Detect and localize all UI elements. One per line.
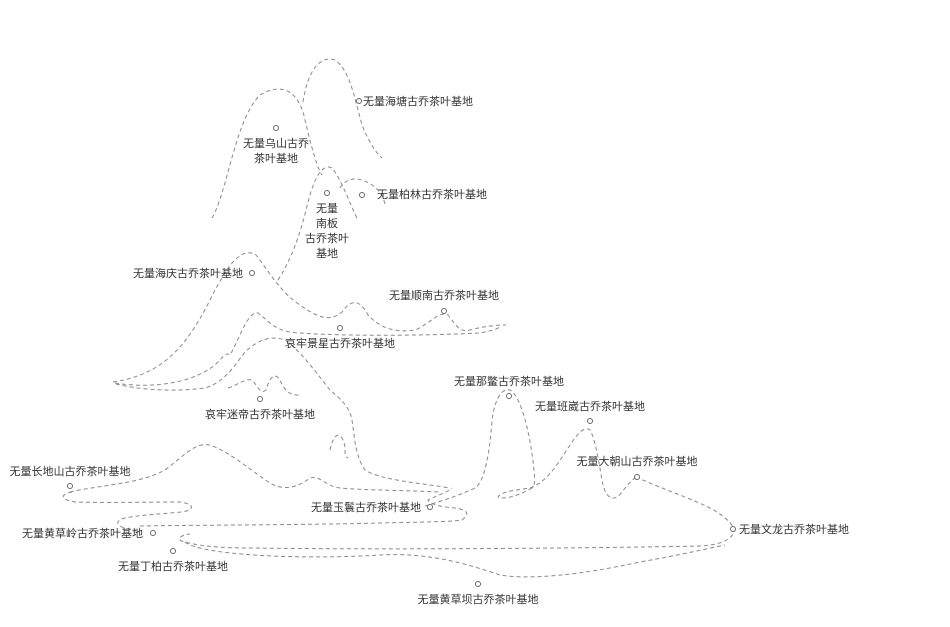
ridge-midi-peaks xyxy=(227,375,301,396)
ridge-midi xyxy=(115,337,451,489)
site-label: 无量海庆古乔茶叶基地 xyxy=(133,266,243,280)
site-label-line: 古乔茶叶 xyxy=(305,232,349,245)
ridge-huangcaoba xyxy=(184,541,726,578)
site-marker xyxy=(257,396,263,402)
site-label: 无量玉鬟古乔茶叶基地 xyxy=(311,501,421,514)
site-marker xyxy=(441,308,447,314)
site-huangcaoling[interactable]: 无量黄草岭古乔茶叶基地 xyxy=(22,526,156,540)
site-label: 无量文龙古乔茶叶基地 xyxy=(739,522,849,536)
site-label: 无量长地山古乔茶叶基地 xyxy=(10,465,131,478)
site-banzang[interactable]: 无量班崴古乔茶叶基地 xyxy=(535,400,645,424)
site-label-line: 南板 xyxy=(316,216,338,230)
site-nabie[interactable]: 无量那鳖古乔茶叶基地 xyxy=(454,374,564,399)
site-yushan[interactable]: 无量玉鬟古乔茶叶基地 xyxy=(311,501,433,514)
site-label-line: 茶叶基地 xyxy=(254,152,298,165)
site-wenlong[interactable]: 无量文龙古乔茶叶基地 xyxy=(730,522,850,536)
site-label: 哀牢迷帝古乔茶叶基地 xyxy=(205,407,315,421)
site-huangcaoba[interactable]: 无量黄草坝古乔茶叶基地 xyxy=(418,581,539,607)
site-marker xyxy=(634,474,640,480)
site-marker xyxy=(249,270,255,276)
site-label: 无量柏林古乔茶叶基地 xyxy=(377,187,487,201)
ridge-dachao-wenlong xyxy=(179,476,736,550)
site-label: 无量班崴古乔茶叶基地 xyxy=(535,400,645,413)
site-label: 无量丁柏古乔茶叶基地 xyxy=(118,559,228,573)
ridge-banzang xyxy=(497,428,637,499)
site-marker xyxy=(324,190,330,196)
site-label: 无量大朝山古乔茶叶基地 xyxy=(577,454,698,468)
ridge-haitang xyxy=(302,58,383,159)
site-marker xyxy=(337,325,343,331)
site-shunnan[interactable]: 无量顺南古乔茶叶基地 xyxy=(389,289,499,314)
site-marker xyxy=(506,393,512,399)
site-label: 无量黄草岭古乔茶叶基地 xyxy=(22,526,143,540)
site-label: 无量那鳖古乔茶叶基地 xyxy=(454,374,564,388)
site-label: 无量顺南古乔茶叶基地 xyxy=(389,289,499,302)
site-jingxing[interactable]: 哀牢景星古乔茶叶基地 xyxy=(285,325,395,351)
site-marker xyxy=(427,504,433,510)
site-bailin[interactable]: 无量柏林古乔茶叶基地 xyxy=(359,187,488,201)
site-marker xyxy=(273,125,279,131)
site-wushan[interactable]: 无量乌山古乔 茶叶基地 xyxy=(243,125,309,166)
site-label: 无量黄草坝古乔茶叶基地 xyxy=(418,592,539,606)
ridge-changdishan xyxy=(69,444,441,493)
site-label: 无量海塘古乔茶叶基地 xyxy=(363,94,473,108)
site-midi[interactable]: 哀牢迷帝古乔茶叶基地 xyxy=(205,396,315,422)
site-marker xyxy=(150,530,156,536)
site-marker xyxy=(475,581,481,587)
site-marker xyxy=(356,98,362,104)
site-label-line: 基地 xyxy=(316,247,338,260)
site-marker xyxy=(730,526,736,532)
ridge-inner-fold xyxy=(329,434,349,459)
site-haiqing[interactable]: 无量海庆古乔茶叶基地 xyxy=(133,266,255,280)
site-label-line: 无量乌山古乔 xyxy=(243,136,309,150)
site-label: 哀牢景星古乔茶叶基地 xyxy=(285,336,395,350)
ridge-nabie xyxy=(424,389,536,507)
site-marker xyxy=(587,418,593,424)
ridge-bailin xyxy=(339,178,386,206)
site-marker xyxy=(359,192,365,198)
site-marker xyxy=(67,483,73,489)
site-dachao[interactable]: 无量大朝山古乔茶叶基地 xyxy=(577,454,698,480)
ridge-yushan xyxy=(139,487,468,527)
mountain-outlines xyxy=(62,58,736,578)
site-marker xyxy=(170,548,176,554)
ridge-wushan xyxy=(211,88,323,219)
ridge-jingxing xyxy=(114,312,501,386)
site-dingbo[interactable]: 无量丁柏古乔茶叶基地 xyxy=(118,548,228,574)
ridge-nanban xyxy=(277,166,359,281)
ridge-lower-fold xyxy=(62,491,192,531)
site-nanban[interactable]: 无量 南板 古乔茶叶 基地 xyxy=(305,190,349,261)
site-changdishan[interactable]: 无量长地山古乔茶叶基地 xyxy=(10,465,131,489)
site-label-line: 无量 xyxy=(316,202,338,215)
site-haitang[interactable]: 无量海塘古乔茶叶基地 xyxy=(356,94,474,108)
